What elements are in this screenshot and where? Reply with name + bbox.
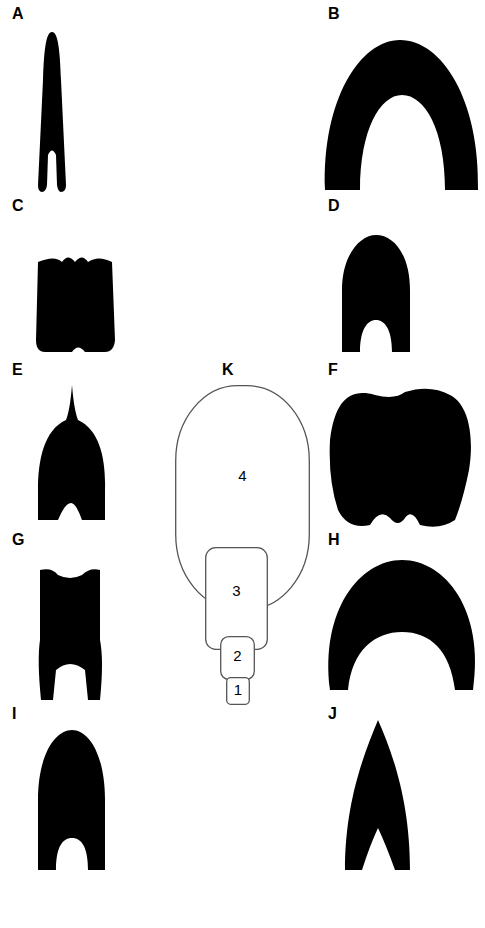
figure-letter: E — [12, 362, 23, 378]
silhouette-g — [39, 569, 102, 700]
outline — [205, 547, 268, 650]
part-number: 4 — [238, 468, 246, 483]
figure-letter: B — [328, 6, 340, 22]
silhouette-d — [342, 235, 410, 352]
outline-path — [221, 637, 255, 680]
silhouette-f — [330, 389, 471, 527]
silhouette-h — [328, 560, 475, 690]
silhouette-c — [36, 258, 115, 353]
silhouette-a — [38, 32, 66, 192]
part-number: 2 — [233, 648, 241, 663]
tip-outline: 1 — [226, 677, 250, 705]
outline-path — [206, 548, 268, 650]
figure-letter: C — [12, 198, 24, 214]
silhouette-j — [345, 720, 410, 870]
segment-outline: 3 — [205, 547, 268, 650]
figure-letter: H — [328, 532, 340, 548]
silhouette-b — [325, 40, 478, 190]
figure-letter: D — [328, 198, 340, 214]
figure-letter: G — [12, 532, 24, 548]
outline-path — [227, 678, 250, 705]
figure-letter: F — [328, 362, 338, 378]
figure-letter: J — [328, 706, 337, 722]
segment-outline: 2 — [220, 636, 255, 680]
part-number: 3 — [232, 583, 240, 598]
figure-letter: I — [12, 706, 16, 722]
silhouette-e — [38, 385, 105, 520]
part-number: 1 — [234, 682, 242, 697]
silhouette-i — [38, 730, 105, 870]
figure-letter: A — [12, 6, 24, 22]
figure-letter: K — [222, 362, 234, 378]
